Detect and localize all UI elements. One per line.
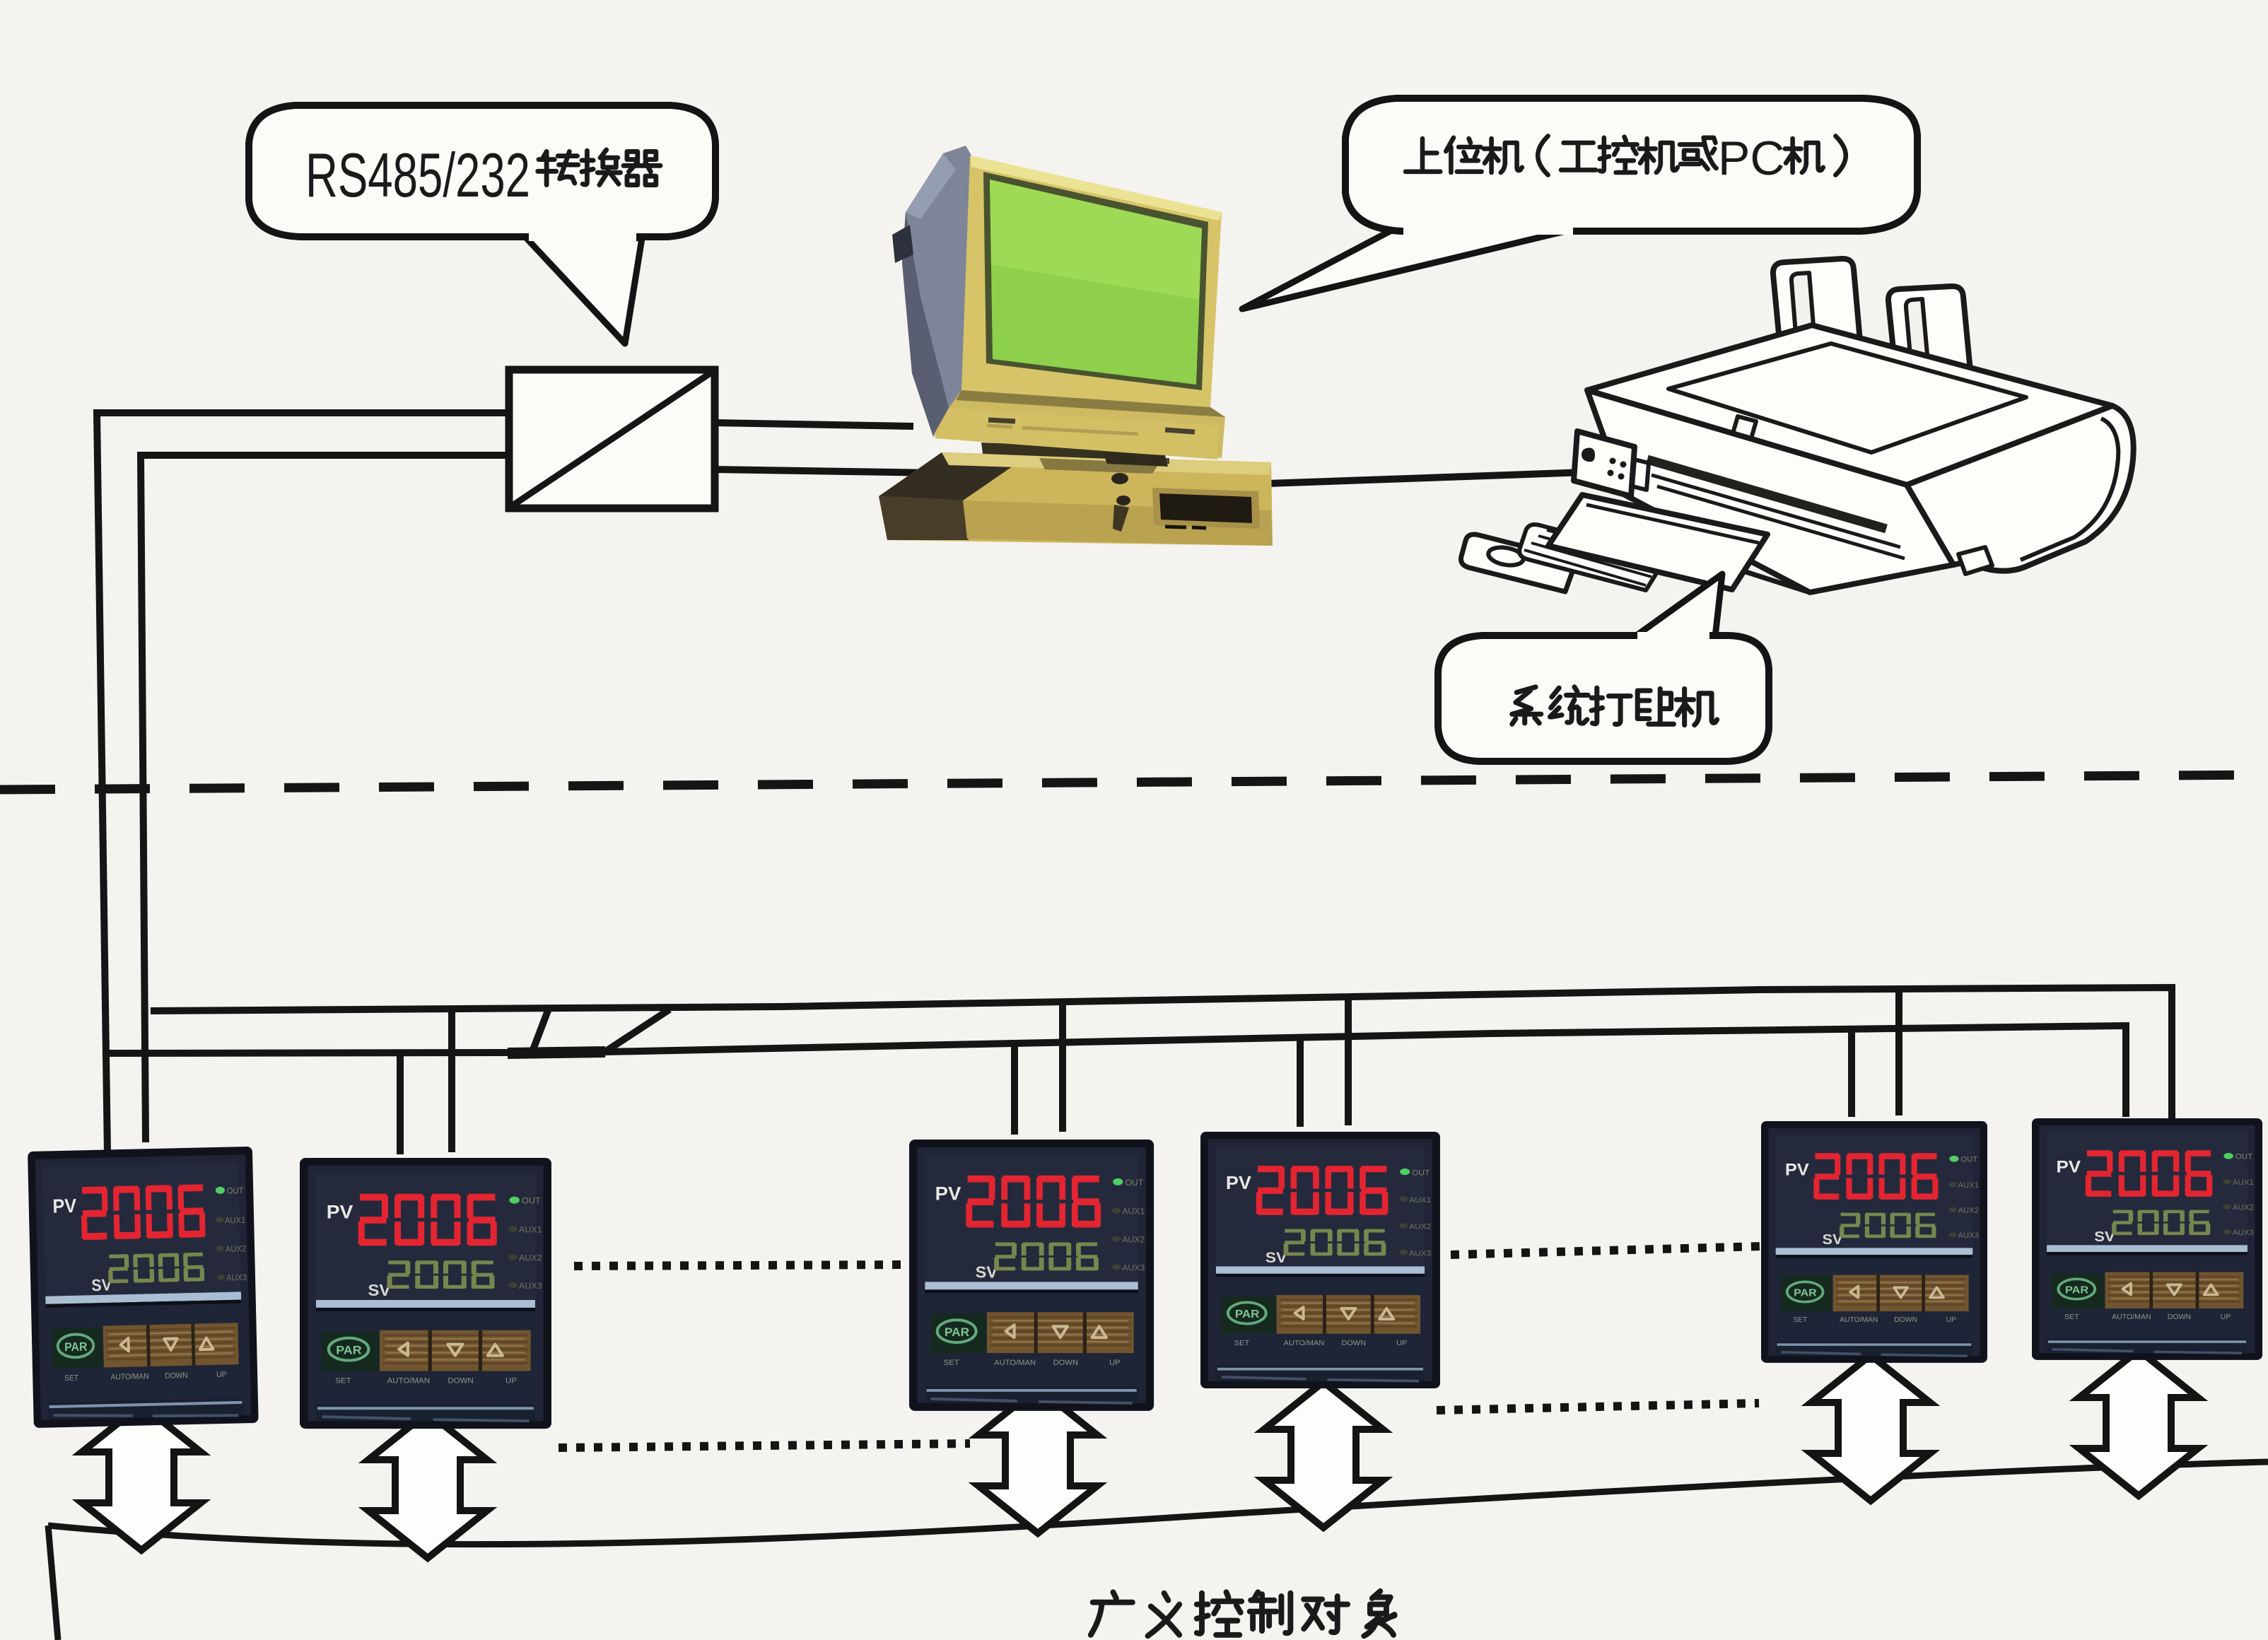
svg-text:RS485/232: RS485/232 [305, 140, 530, 210]
svg-text:PC: PC [1718, 131, 1784, 185]
